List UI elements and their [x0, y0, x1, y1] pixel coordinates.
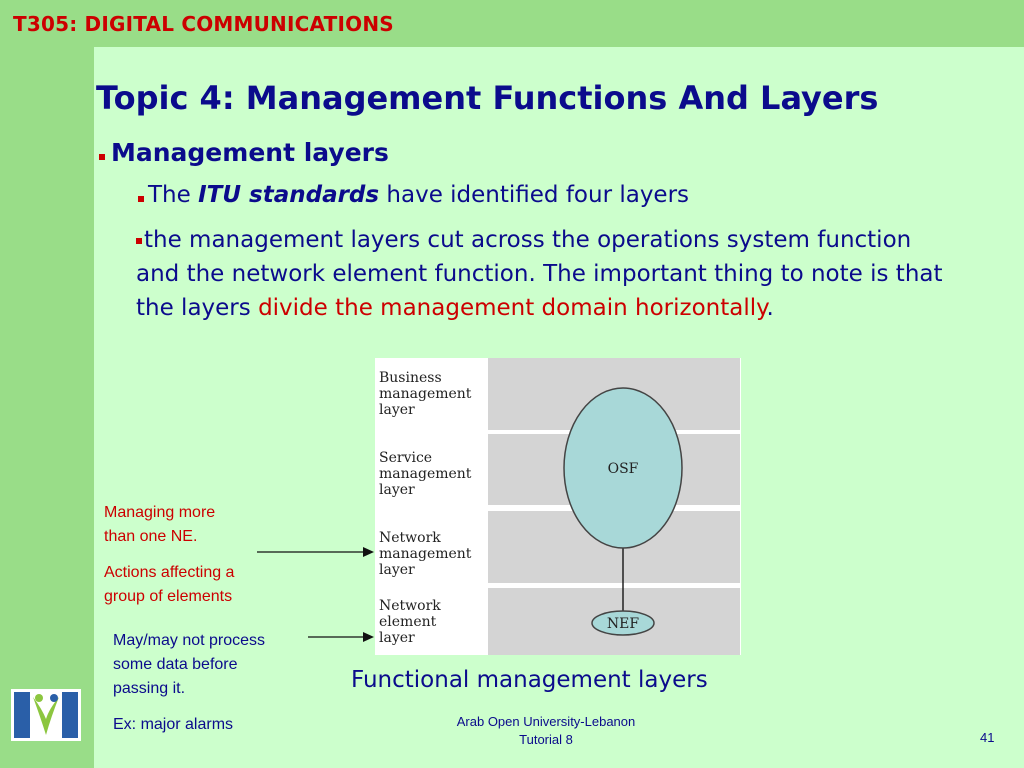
course-title: T305: DIGITAL COMMUNICATIONS: [13, 12, 394, 36]
aou-logo-graphic: [14, 692, 78, 738]
bullet-icon: [138, 196, 144, 202]
osf-label: OSF: [608, 461, 639, 477]
bullet-desc-highlight: divide the management domain horizontall…: [258, 295, 767, 321]
osf-ellipse: [563, 387, 683, 549]
bullet-icon: [136, 238, 142, 244]
bullet-desc-text: the management layers cut across the ope…: [136, 227, 943, 321]
bullet-itu-prefix: The: [148, 182, 199, 208]
figure-caption: Functional management layers: [351, 667, 708, 693]
bullet-itu-standards: The ITU standards have identified four l…: [148, 182, 689, 208]
arrowhead-icon: [363, 632, 374, 642]
bullet-management-layers: Management layers: [111, 138, 389, 167]
nef-label: NEF: [607, 616, 639, 632]
bullet-icon: [99, 154, 105, 160]
slide-title: Topic 4: Management Functions And Layers: [96, 79, 879, 117]
aou-logo-icon: [11, 689, 81, 741]
header-bar: T305: DIGITAL COMMUNICATIONS: [0, 0, 1024, 47]
osf-nef-diagram: OSF NEF: [563, 387, 683, 636]
bullet-layers-description: the management layers cut across the ope…: [136, 223, 956, 325]
bullet-desc-end: .: [766, 295, 774, 321]
footer-university: Arab Open University-Lebanon: [456, 714, 636, 729]
bullet-itu-suffix: have identified four layers: [379, 182, 690, 208]
left-sidebar: [0, 47, 94, 768]
page-number: 41: [980, 730, 995, 745]
annotation-example: Ex: major alarms: [113, 716, 234, 733]
arrowhead-icon: [363, 547, 374, 557]
nef-ellipse: [591, 610, 655, 636]
bullet-itu-emphasis: ITU standards: [198, 182, 380, 208]
footer: Arab Open University-Lebanon Tutorial 8: [450, 713, 642, 749]
footer-tutorial: Tutorial 8: [519, 732, 573, 747]
